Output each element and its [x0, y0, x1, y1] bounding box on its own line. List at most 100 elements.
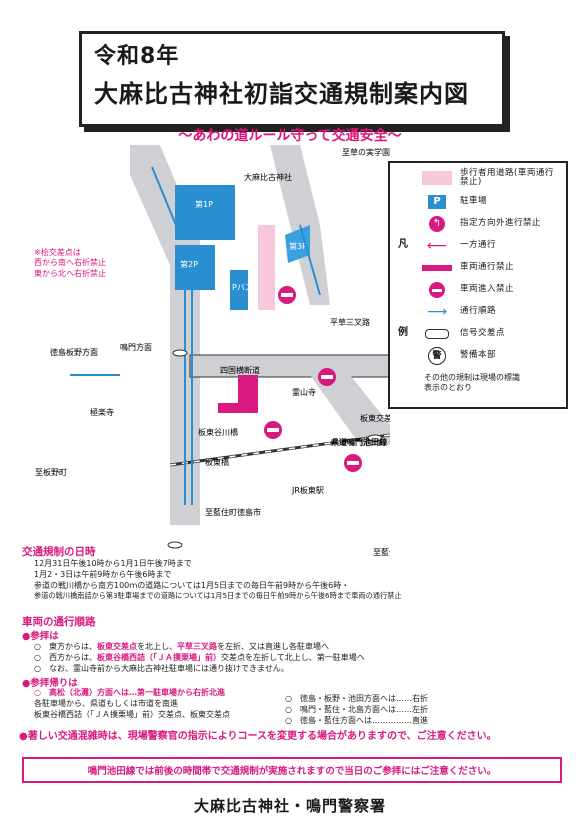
parking-2 [175, 245, 215, 290]
legend-item: 警 警備本部 [420, 345, 562, 367]
schedule-line: 1月2・3日は午前9時から午後6時まで [34, 569, 172, 579]
text-highlight: 平草三叉路 [176, 642, 217, 651]
legend-label: 警備本部 [460, 350, 497, 361]
schedule-line: 参道の戦川橋から南方100ｍの道路については1月5日までの毎日午前9時から午後6… [34, 580, 350, 590]
closed-road-icon [420, 260, 454, 276]
pedestrian-swatch [420, 170, 454, 186]
intersection-note-line: 西から南へ右折禁止 [34, 258, 106, 268]
legend-note-line: その他の規制は現場の標識 [424, 373, 520, 382]
route-return-line: ○ 徳島・板野・池田方面へは……右折 [285, 694, 428, 703]
one-way-icon: ⟵ [426, 238, 448, 254]
text-highlight: 板東谷橋西詰（「ＪＡ撲栗場」前） [96, 652, 221, 662]
text: ○ 東方からは、 [34, 642, 97, 651]
uturn-icon: ↰ [420, 216, 454, 232]
text: を北上し、 [136, 642, 177, 651]
schedule-line: 参道の戦川橋南詰から第3駐車場までの道路については1月5日までの毎日午前9時から… [34, 591, 402, 601]
route-return-line: ○ 徳島・藍住方面へは……………直進 [285, 715, 428, 725]
signal-intersections [167, 349, 383, 549]
route-return-right: ○ 徳島・板野・池田方面へは……右折 ○ 鳴門・藍住・北島方面へは……左折 ○ … [285, 694, 428, 726]
no-entry-signs [264, 286, 362, 472]
legend-label: 信号交差点 [460, 328, 506, 339]
parking-bus-label: Pバス [232, 283, 253, 292]
legend-note: その他の規制は現場の標識 表示のとおり [424, 373, 520, 394]
legend-label: 車両通行禁止 [460, 262, 515, 273]
route-return-line: ○ 鳴門・藍住・北島方面へは……左折 [285, 704, 428, 714]
legend-note-line: 表示のとおり [424, 383, 472, 393]
label-hando-bashi: 板東谷川橋 [198, 427, 238, 437]
intersection-note: ※桧交差点は 西から南へ右折禁止 東から北へ右折禁止 [34, 248, 106, 279]
label-reizanji: 霊山寺 [292, 387, 316, 397]
text: 交差点を左折して北上し、第一駐車場へ [220, 652, 365, 662]
road-east [310, 375, 390, 445]
route-return-line: 各駐車場から、県道もしくは市道を南進 [34, 698, 178, 708]
parking-1 [175, 185, 235, 240]
label-itano-kosa: 板東交差点 [360, 413, 390, 423]
legend-item: P 駐車場 [420, 191, 562, 213]
label-hirasaka: 平草三叉路 [330, 317, 370, 327]
no-entry-icon [420, 282, 454, 298]
pedestrian-road [258, 225, 275, 310]
schedule-line: 12月31日午後10時から1月1日午後7時まで [34, 559, 192, 568]
legend-item: 歩行者用道路(車両通行禁止) [420, 167, 562, 189]
label-shi-itano: 至板野町 [35, 467, 67, 477]
police-symbol: 警 [428, 347, 446, 365]
notice-box: 鳴門池田線では前後の時間帯で交通規制が実施されますので当日のご参拝にはご注意くだ… [22, 757, 562, 783]
label-jr-bando: JR板東駅 [291, 485, 324, 495]
legend-item: 車両進入禁止 [420, 279, 562, 301]
route-return-left: ○ 高松（北灘）方面へは…第一駐車場から右折北進 各駐車場から、県道もしくは市道… [34, 688, 230, 720]
congestion-warning: ●著しい交通混雑時は、現場警察官の指示によりコースを変更する場合がありますので、… [19, 731, 497, 742]
page-title: 大麻比古神社初詣交通規制案内図 [94, 80, 469, 108]
route-heading: 車両の通行順路 [22, 616, 96, 628]
route-return-heading: ●参拝帰りは [22, 678, 78, 689]
route-arrow-icon: ⟶ [426, 304, 448, 320]
text: を左折、又は直進し各駐車場へ [216, 642, 329, 651]
parking-3-label: 第3P [289, 241, 307, 251]
parking-1-label: 第1P [195, 199, 213, 209]
map-legend: 凡 例 歩行者用道路(車両通行禁止) P 駐車場 ↰ 指定方向外進行禁止 ⟵ 一… [388, 161, 568, 409]
route-go-line: ○ 西方からは、板東谷橋西詰（「ＪＡ撲栗場」前）交差点を左折して北上し、第一駐車… [34, 653, 365, 664]
legend-label: 車両進入禁止 [460, 284, 515, 295]
label-bando-bashi: 板東橋 [205, 457, 229, 467]
legend-label: 一方通行 [460, 240, 497, 251]
legend-label: 駐車場 [460, 196, 488, 207]
route-return-line: 板東谷橋西詰（「ＪＡ撲栗場」前）交差点、板東交差点 [34, 709, 230, 719]
title-frame [79, 31, 505, 127]
schedule-heading: 交通規制の日時 [22, 546, 96, 558]
label-itano-temple: 極楽寺 [90, 407, 114, 417]
legend-item: ↰ 指定方向外進行禁止 [420, 213, 562, 235]
signal-icon [420, 326, 454, 342]
closed-road-bar [218, 403, 258, 413]
title-year: 令和8年 [94, 44, 180, 69]
label-inset-naruto: 鳴門方面 [120, 342, 152, 352]
label-jitsugakuen: 至草の実学園 [342, 147, 390, 157]
legend-item: ⟵ 一方通行 [420, 235, 562, 257]
railway-dash [169, 434, 390, 466]
police-hq-icon: 警 [420, 347, 454, 365]
route-arrows [70, 166, 321, 505]
text: ○ 西方からは、 [34, 652, 97, 662]
label-shrine: 大麻比古神社 [244, 172, 292, 182]
legend-title-2: 例 [398, 327, 408, 338]
route-go-heading: ●参拝は [22, 631, 59, 642]
label-naruto-ikeda: 県道鳴門池田線 [331, 437, 387, 447]
legend-title-1: 凡 [398, 239, 408, 250]
traffic-map: 第1P 第2P 第3P Pバス 至草の実学園 大麻比古神社 霊山寺 平草三叉路 … [35, 145, 390, 557]
label-inset-tokushima: 徳島板野方面 [50, 347, 98, 357]
legend-label: 通行順路 [460, 306, 497, 317]
route-go-line: ○ なお、霊山寺前から大麻比古神社駐車場には通り抜けできません。 [34, 663, 289, 673]
label-expressway: 四国横断道 [220, 365, 260, 375]
footer-organizers: 大麻比古神社・鳴門警察署 [193, 797, 386, 815]
route-return-line: ○ 高松（北灘）方面へは…第一駐車場から右折北進 [34, 688, 225, 697]
subtitle: ～あわの道ルール守って交通安全～ [178, 128, 402, 144]
label-shi-aizumi: 至藍住町徳島市 [205, 507, 261, 517]
legend-label: 指定方向外進行禁止 [460, 218, 542, 229]
intersection-note-line: 東から北へ右折禁止 [34, 268, 106, 278]
parking-symbol: P [428, 195, 446, 209]
legend-label: 歩行者用道路(車両通行禁止) [460, 167, 554, 187]
legend-item: ⟶ 通行順路 [420, 301, 562, 323]
label-shi-aizumi-2: 至藍住町 [373, 547, 390, 557]
intersection-note-line: ※桧交差点は [34, 248, 81, 257]
route-go-line: ○ 東方からは、板東交差点を北上し、平草三叉路を左折、又は直進し各駐車場へ [34, 642, 365, 653]
legend-item: 車両通行禁止 [420, 257, 562, 279]
parking-bus [230, 270, 248, 310]
